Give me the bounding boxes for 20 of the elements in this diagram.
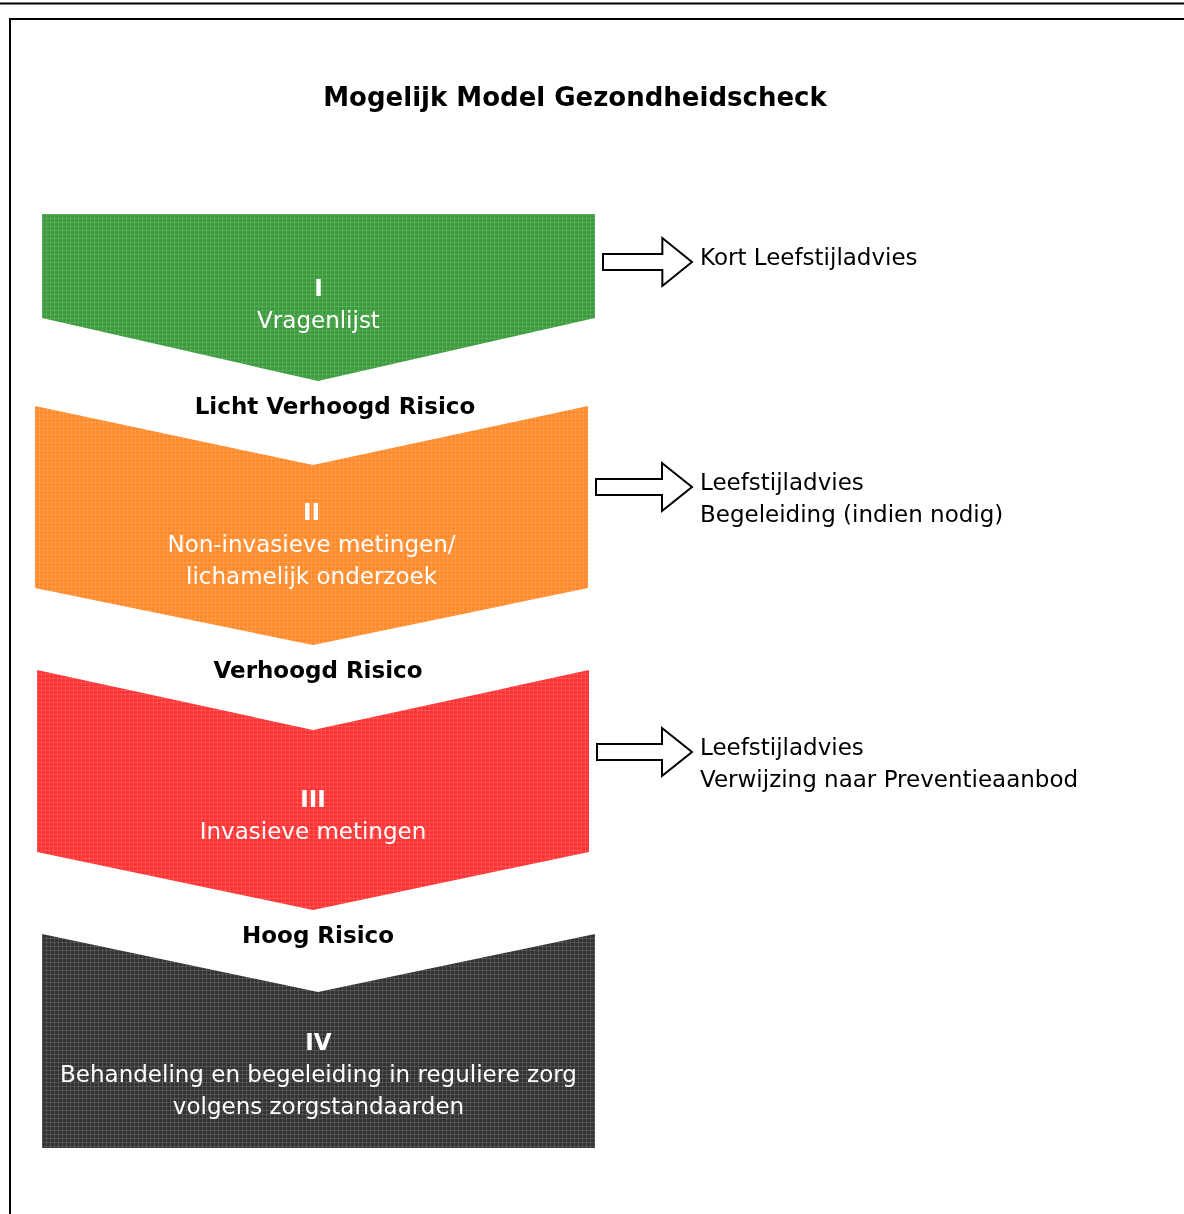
outcome-text: Verwijzing naar Preventieaanbod <box>700 765 1079 794</box>
outcome-text: Leefstijladvies <box>700 468 865 497</box>
step-description: Non-invasieve metingen/ lichamelijk onderzoek <box>166 530 457 591</box>
step-number: III <box>300 785 326 814</box>
step-description: Behandeling en begeleiding in reguliere zorg volgens zorgstandaarden <box>59 1060 578 1121</box>
block-arrow <box>596 725 694 779</box>
block-arrow <box>602 235 694 289</box>
outcome-text: Kort Leefstijladvies <box>700 243 918 272</box>
step-description: Vragenlijst <box>257 306 380 335</box>
block-arrow <box>595 460 694 514</box>
step-number: IV <box>305 1028 332 1057</box>
diagram-title: Mogelijk Model Gezondheidscheck <box>322 82 828 112</box>
outcome-text: Leefstijladvies <box>700 733 865 762</box>
risk-level-label: Hoog Risico <box>242 922 394 948</box>
risk-level-label: Verhoogd Risico <box>213 657 423 683</box>
risk-level-label: Licht Verhoogd Risico <box>194 393 476 419</box>
step-description: Invasieve metingen <box>199 817 427 846</box>
outcome-text: Begeleiding (indien nodig) <box>700 500 1004 529</box>
step-number: I <box>314 274 323 303</box>
step-number: II <box>302 498 321 527</box>
